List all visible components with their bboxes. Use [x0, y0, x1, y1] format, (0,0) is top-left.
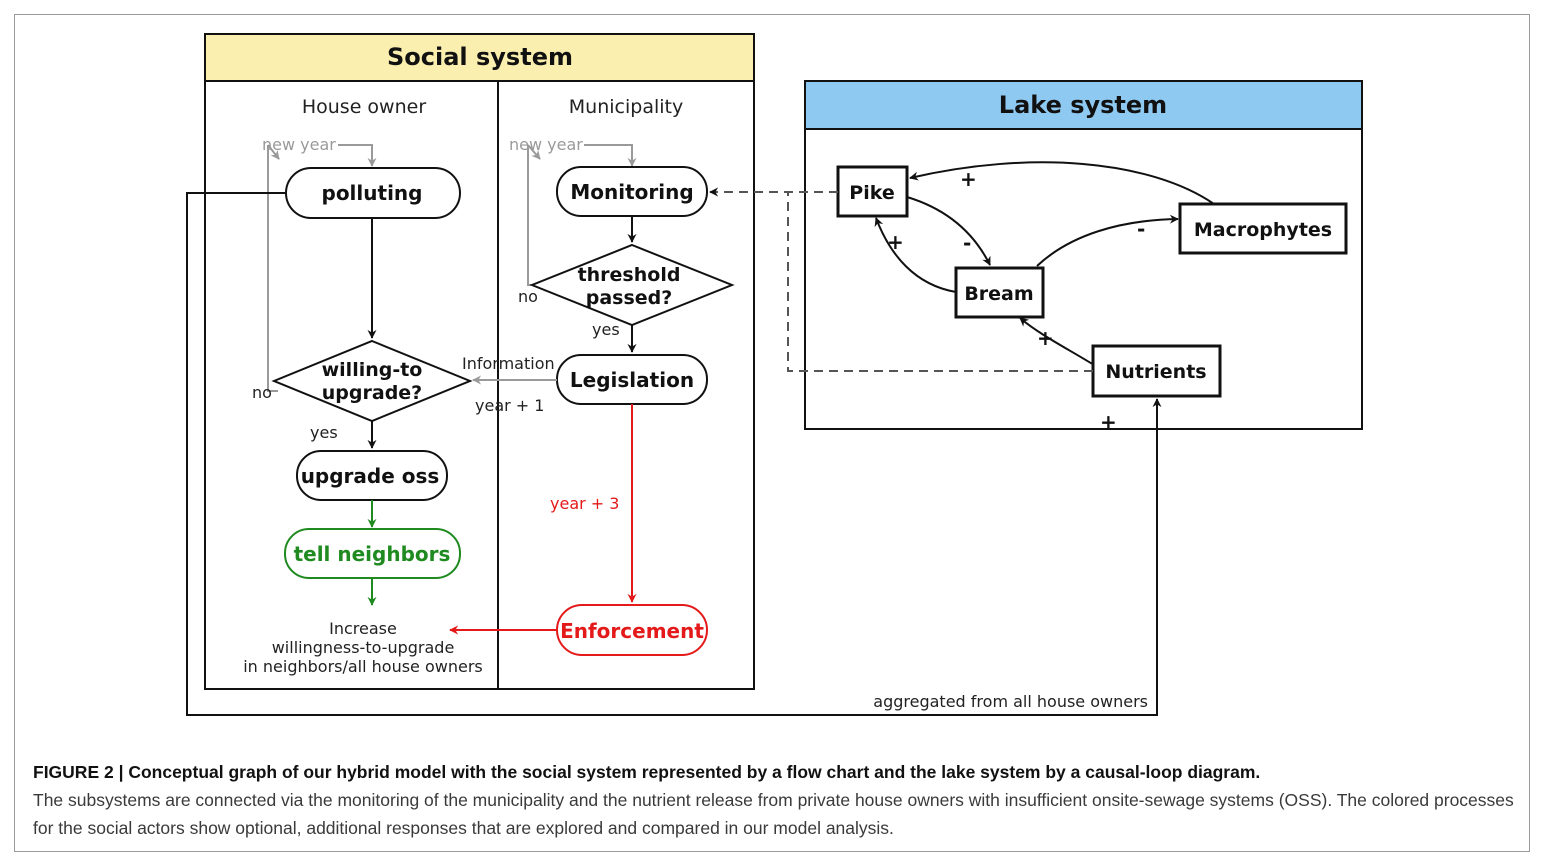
bream-to-macrophytes-link [1036, 214, 1179, 267]
social-system-body [204, 80, 755, 690]
macrophytes-label: Macrophytes [1194, 219, 1332, 241]
lake-system-body [804, 128, 1363, 430]
pike-to-bream-link [906, 196, 991, 266]
nutrients-label: Nutrients [1105, 361, 1206, 383]
willing-label-line2: upgrade? [322, 382, 422, 404]
cross-system-links: aggregated from all house owners [186, 187, 1162, 716]
no-loop-arrow-house [267, 144, 280, 160]
new-year-label-house: new year [262, 135, 336, 154]
new-year-label-muni: new year [509, 135, 583, 154]
figure-caption-title: FIGURE 2 | Conceptual graph of our hybri… [33, 762, 1261, 782]
legislation-label: Legislation [570, 368, 694, 392]
threshold-label-line2: passed? [586, 287, 673, 309]
pike-label: Pike [849, 182, 894, 204]
new-year-arrow-muni [584, 144, 637, 167]
social-system-title: Social system [387, 43, 573, 71]
no-loop-arrow-muni [527, 144, 541, 160]
willing-to-upgrade-decision [271, 339, 473, 423]
figure-caption-body: The subsystems are connected via the mon… [33, 790, 1514, 838]
bream-node [954, 266, 1045, 319]
year-plus-1-label: year + 1 [475, 396, 544, 415]
bream-label: Bream [964, 283, 1033, 305]
polarity-plus-bream-pike: + [887, 230, 904, 254]
no-label-muni: no [518, 287, 538, 306]
polarity-plus-aggregated-nutrients: + [1100, 410, 1117, 434]
yes-label-muni: yes [592, 320, 620, 339]
no-label-house: no [252, 383, 272, 402]
no-loop-line-muni [527, 145, 531, 286]
threshold-label-line1: threshold [578, 264, 681, 286]
nutrients-node [1091, 344, 1222, 398]
nutrients-monitoring-dashed-link [787, 192, 1093, 372]
yes-label-house: yes [310, 423, 338, 442]
lake-system-header [804, 80, 1363, 130]
social-system-panel: Social system House owner Municipality [204, 33, 755, 690]
polarity-minus-bream-macrophytes: - [1137, 217, 1145, 241]
upgrade-oss-label: upgrade oss [301, 464, 440, 488]
tell-neighbors-label: tell neighbors [294, 542, 451, 566]
willing-label-line1: willing-to [322, 359, 423, 381]
social-system-header [204, 33, 755, 82]
increase-line3: in neighbors/all house owners [243, 657, 483, 676]
lake-system-title: Lake system [999, 91, 1167, 119]
year-plus-3-label: year + 3 [550, 494, 619, 513]
increase-line2: willingness-to-upgrade [272, 638, 455, 657]
house-owner-flow: new year polluting willing-to upgrade? n… [243, 135, 483, 676]
increase-line1: Increase [329, 619, 397, 638]
polarity-plus-macrophytes-pike: + [960, 167, 977, 191]
nutrients-to-bream-link [1019, 317, 1095, 366]
macrophytes-node [1178, 202, 1348, 255]
monitoring-label: Monitoring [570, 180, 693, 204]
lake-system-panel: Lake system + - + - + + Pike Macrophytes… [804, 80, 1363, 434]
lane-title-municipality: Municipality [569, 96, 683, 118]
information-label: Information [462, 354, 555, 373]
lane-title-house-owner: House owner [302, 96, 426, 118]
enforcement-label: Enforcement [560, 619, 704, 643]
polluting-label: polluting [322, 181, 423, 205]
macrophytes-to-pike-link [909, 161, 1215, 205]
polarity-plus-nutrients-bream: + [1037, 326, 1054, 350]
bream-to-pike-link [874, 217, 957, 293]
pike-node [836, 165, 909, 218]
polarity-minus-pike-bream: - [963, 231, 971, 255]
conceptual-diagram: Social system House owner Municipality n… [186, 33, 1363, 716]
no-loop-line-house [267, 145, 278, 392]
figure-frame [14, 14, 1530, 852]
aggregated-release-link [186, 192, 1162, 716]
municipality-flow: new year Monitoring threshold passed? no… [449, 135, 735, 656]
aggregated-label: aggregated from all house owners [873, 692, 1148, 711]
new-year-arrow-house [338, 144, 377, 167]
